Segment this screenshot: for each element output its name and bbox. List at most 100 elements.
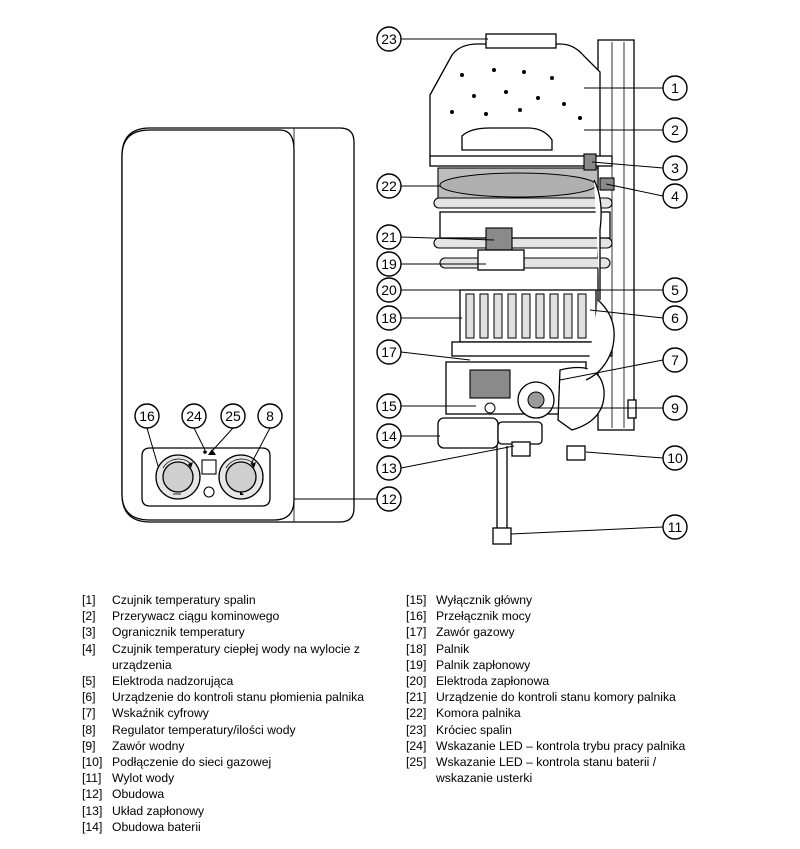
legend-number: [25] (406, 755, 427, 770)
legend-number: [20] (406, 674, 427, 689)
front-casing (121, 127, 355, 523)
callout-15: 15 (376, 393, 402, 419)
legend-item: [19] Palnik zapłonowy (406, 657, 706, 673)
legend-number: [13] (82, 803, 103, 818)
callout-label: 19 (381, 256, 397, 272)
legend-text: Wskazanie LED – kontrola stanu baterii /… (436, 755, 657, 786)
callout-label: 16 (139, 408, 155, 424)
callout-label: 18 (381, 310, 397, 326)
callout-18: 18 (376, 305, 402, 331)
callout-label: 2 (671, 122, 679, 138)
callout-label: 8 (266, 408, 274, 424)
legend-item: [9] Zawór wodny (82, 738, 382, 754)
legend-text: Wyłącznik główny (436, 593, 533, 607)
legend-number: [5] (82, 674, 96, 689)
legend-number: [3] (82, 625, 96, 640)
internal-assembly (429, 33, 637, 545)
legend-text: Elektroda zapłonowa (436, 674, 550, 689)
legend-item: [11]Wylot wody (82, 770, 382, 786)
legend-text: Układ zapłonowy (112, 803, 205, 818)
legend-number: [23] (406, 722, 427, 737)
callout-label: 20 (381, 282, 397, 298)
legend-text: Przerywacz ciągu kominowego (112, 609, 280, 624)
legend-text: Zawór wodny (112, 738, 185, 753)
legend-item: [5]Elektroda nadzorująca (82, 673, 382, 689)
legend-right: [15]Wyłącznik główny [16]Przełącznik moc… (406, 592, 706, 786)
legend-number: [12] (82, 787, 103, 802)
legend-item: [14] Obudowa baterii (82, 819, 382, 835)
legend-item: [15]Wyłącznik główny (406, 592, 706, 608)
callout-label: 14 (381, 428, 397, 444)
legend-number: [2] (82, 609, 96, 624)
callout-label: 22 (381, 178, 397, 194)
legend-text: Komora palnika (436, 706, 521, 721)
legend-number: [19] (406, 657, 427, 672)
callout-label: 6 (671, 310, 679, 326)
legend-number: [24] (406, 738, 427, 753)
legend-number: [9] (82, 738, 96, 753)
legend-left: [1] Czujnik temperatury spalin [2] Przeryw… (82, 592, 382, 835)
callout-13: 13 (376, 455, 402, 481)
legend-text: Obudowa (112, 787, 165, 802)
legend-item: [18]Palnik (406, 641, 706, 657)
legend-text: Obudowa baterii (112, 819, 201, 834)
callout-8: 8 (257, 403, 283, 429)
callout-label: 12 (381, 491, 397, 507)
legend-text: Urządzenie do kontroli stanu komory paln… (436, 690, 676, 705)
legend-number: [18] (406, 641, 427, 656)
legend-item: [21] Urządzenie do kontroli stanu komory … (406, 689, 706, 705)
callout-16: 16 (134, 403, 160, 429)
legend-item: [25] Wskazanie LED – kontrola stanu bater… (406, 754, 706, 786)
legend-number: [6] (82, 690, 96, 705)
callout-3: 3 (662, 155, 688, 181)
legend-item: [13] Układ zapłonowy (82, 803, 382, 819)
callout-label: 21 (381, 229, 397, 245)
callout-label: 10 (667, 450, 683, 466)
legend-item: [23] Króciec spalin (406, 722, 706, 738)
callout-label: 1 (671, 80, 679, 96)
led-battery-indicator (208, 449, 216, 455)
legend-number: [8] (82, 722, 96, 737)
legend-text: Ogranicznik temperatury (112, 625, 245, 640)
callout-19: 19 (376, 251, 402, 277)
legend-item: [12] Obudowa (82, 786, 382, 802)
legend-number: [21] (406, 690, 427, 705)
callout-23: 23 (376, 26, 402, 52)
legend-item: [16]Przełącznik mocy (406, 608, 706, 624)
legend-text: Czujnik temperatury spalin (112, 593, 256, 607)
legend-number: [16] (406, 609, 427, 624)
legend-item: [24]Wskazanie LED – kontrola trybu pracy… (406, 738, 706, 754)
legend-number: [1] (82, 593, 96, 607)
legend-item: [20] Elektroda zapłonowa (406, 673, 706, 689)
callout-label: 4 (671, 188, 679, 204)
legend-item: [1] Czujnik temperatury spalin (82, 592, 382, 608)
legend-number: [7] (82, 706, 96, 721)
legend-item: [22]Komora palnika (406, 705, 706, 721)
power-knob (155, 454, 201, 500)
callout-14: 14 (376, 423, 402, 449)
callout-20: 20 (376, 277, 402, 303)
callout-1: 1 (662, 75, 688, 101)
callout-11: 11 (662, 514, 688, 540)
callout-label: 13 (381, 460, 397, 476)
callout-label: 9 (671, 400, 679, 416)
legend-text: Czujnik temperatury ciepłej wody na wylo… (112, 641, 360, 672)
legend-text: Urządzenie do kontroli stanu płomienia p… (112, 690, 365, 705)
legend-number: [17] (406, 625, 427, 640)
legend-item: [2] Przerywacz ciągu kominowego (82, 608, 382, 624)
callout-label: 24 (186, 408, 202, 424)
legend-text: Palnik zapłonowy (436, 657, 531, 672)
callout-25: 25 (220, 403, 246, 429)
legend-text: Wskaźnik cyfrowy (112, 706, 209, 721)
legend-number: [14] (82, 819, 103, 834)
callout-5: 5 (662, 277, 688, 303)
legend-text: Wylot wody (112, 771, 175, 786)
callout-7: 7 (662, 347, 688, 373)
callout-label: 11 (668, 519, 683, 535)
callout-label: 23 (381, 31, 397, 47)
callout-label: 3 (671, 160, 679, 176)
legend-item: [3] Ogranicznik temperatury (82, 624, 382, 640)
legend-text: Króciec spalin (436, 722, 512, 737)
legend-item: [7] Wskaźnik cyfrowy (82, 705, 382, 721)
callout-label: 7 (671, 352, 679, 368)
